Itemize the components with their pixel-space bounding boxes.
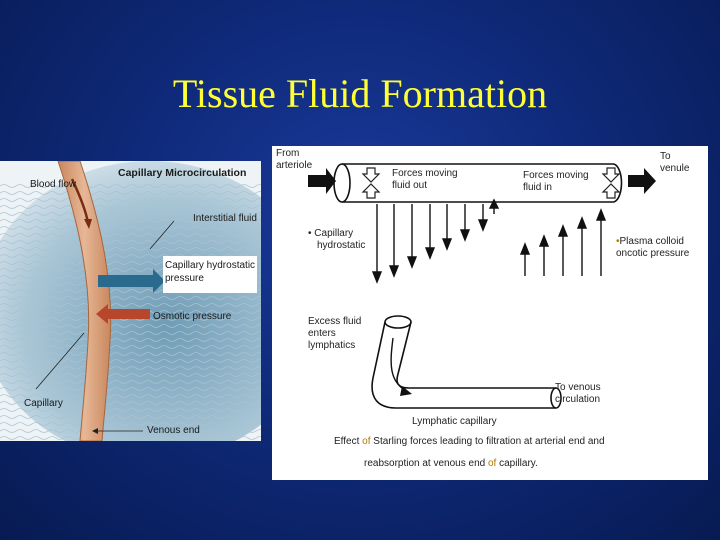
blood-flow-label: Blood flow	[30, 179, 76, 190]
capillary-microcirculation-figure: Capillary Microcirculation Blood flow In…	[0, 161, 261, 441]
to-venule-label: To venule	[660, 151, 689, 175]
forces-out-label: Forces moving fluid out	[392, 168, 458, 192]
osmotic-pressure-label: Osmotic pressure	[153, 311, 231, 322]
reabsorption-arrows	[490, 200, 605, 276]
to-venule-arrow	[644, 168, 656, 194]
slide-title: Tissue Fluid Formation	[0, 70, 720, 117]
venous-end-label: Venous end	[147, 425, 200, 436]
hydrostatic-arrow	[98, 275, 153, 287]
to-venous-circulation-label: To venous circulation	[555, 382, 601, 406]
from-arteriole-label: From arteriole	[276, 148, 312, 172]
caption-line-2: reabsorption at venous end of capillary.	[364, 458, 538, 469]
interstitial-fluid-label: Interstitial fluid	[193, 213, 257, 224]
excess-fluid-label: Excess fluid enters lymphatics	[308, 316, 361, 352]
starling-forces-figure: From arteriole To venule Forces moving f…	[272, 146, 708, 480]
lymphatic-capillary-label: Lymphatic capillary	[412, 416, 497, 428]
forces-in-label: Forces moving fluid in	[523, 170, 589, 194]
figure-heading: Capillary Microcirculation	[118, 167, 246, 179]
starling-diagram	[272, 146, 708, 480]
capillary-hydrostatic-label: • Capillary hydrostatic	[308, 228, 365, 252]
capillary-label: Capillary	[24, 398, 63, 409]
filtration-arrows	[373, 204, 487, 282]
plasma-oncotic-label: •Plasma colloid oncotic pressure	[616, 236, 689, 260]
caption-line-1: Effect of Starling forces leading to fil…	[334, 436, 605, 447]
osmotic-arrow	[108, 309, 150, 319]
capillary-hydrostatic-label: Capillary hydrostatic pressure	[163, 256, 257, 293]
